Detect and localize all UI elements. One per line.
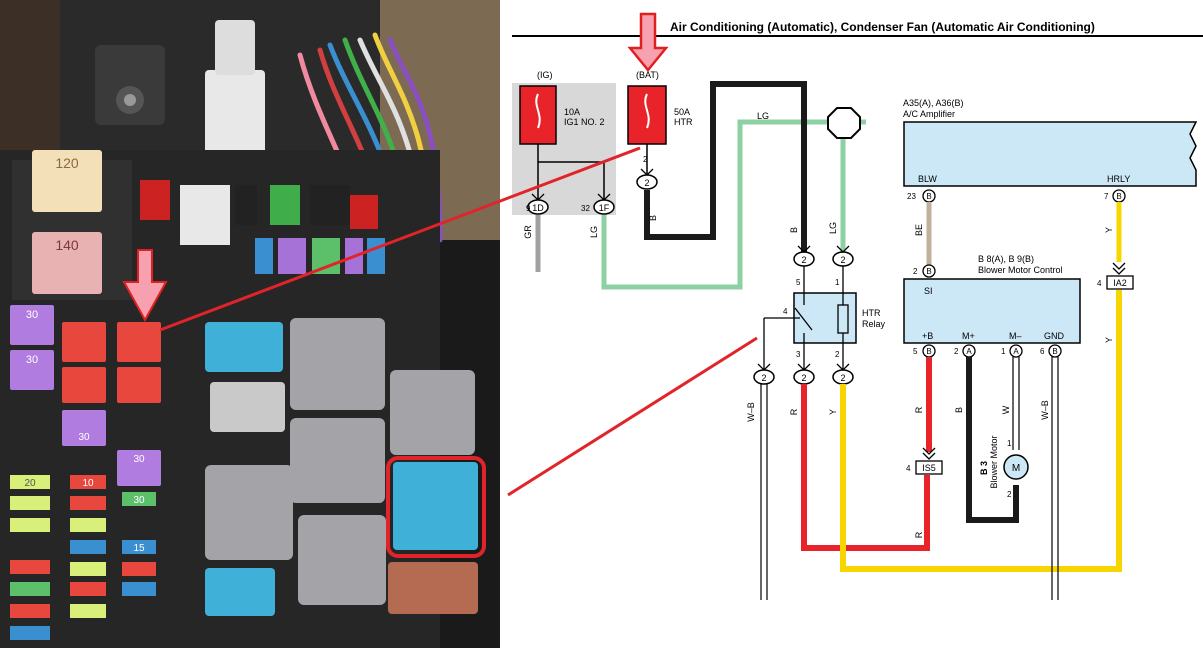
connector-2-bat: 2 <box>644 178 649 188</box>
relay-pin-2: 2 <box>835 350 840 359</box>
fuse-label-30-small: 30 <box>133 495 145 506</box>
wire-label-be: BE <box>914 224 924 236</box>
connector-2-r: 2 <box>801 373 806 383</box>
blower-gnd: GND <box>1044 331 1065 341</box>
amplifier-blw: BLW <box>918 174 937 184</box>
wire-label-w: W <box>1001 405 1011 414</box>
relay-name-2: Relay <box>862 319 886 329</box>
pin-2-bat: 2 <box>643 155 648 164</box>
blower-m-plus: M+ <box>962 331 975 341</box>
wire-label-lg-3: LG <box>828 222 838 234</box>
amplifier-name: A/C Amplifier <box>903 109 955 119</box>
connector-2-b: 2 <box>801 255 806 265</box>
fuse-label-30-d: 30 <box>133 454 145 465</box>
amp-hrly-letter: B <box>1116 192 1121 201</box>
wire-label-wb-1: W–B <box>746 402 756 422</box>
fuse-label-30-b: 30 <box>26 354 38 366</box>
bat-fuse-amp: 50A <box>674 107 690 117</box>
junction-is5: IS5 <box>922 463 936 473</box>
motor-pin-2: 2 <box>1007 490 1012 499</box>
motor-name: Blower Motor <box>989 435 999 488</box>
fuse-label-20: 20 <box>24 478 36 489</box>
gnd-letter: B <box>1052 347 1057 356</box>
wire-label-b-3: B <box>954 407 964 413</box>
fuse-label-140: 140 <box>55 237 79 253</box>
ia2-pin: 4 <box>1097 279 1102 288</box>
relay-pin-1: 1 <box>835 278 840 287</box>
ig-label: (IG) <box>537 70 553 80</box>
blower-control-name: Blower Motor Control <box>978 265 1063 275</box>
m-minus-pin: 1 <box>1001 347 1006 356</box>
fuse-label-15: 15 <box>133 543 145 554</box>
wire-label-r-2: R <box>914 406 924 413</box>
wire-label-y-3: Y <box>1104 337 1114 343</box>
motor-symbol: M <box>1012 463 1020 474</box>
connector-1f: 1F <box>599 203 610 213</box>
wire-label-r-1: R <box>789 408 799 415</box>
connector-2-y: 2 <box>840 373 845 383</box>
wire-label-lg-2: LG <box>757 111 769 121</box>
motor-ref: B 3 <box>979 461 989 475</box>
amp-blw-pin: 23 <box>907 192 916 201</box>
m-plus-pin: 2 <box>954 347 959 356</box>
fuse-label-120: 120 <box>55 155 79 171</box>
ig-fuse-name: IG1 NO. 2 <box>564 117 605 127</box>
is5-pin: 4 <box>906 464 911 473</box>
connector-2-lg: 2 <box>840 255 845 265</box>
blower-plus-b: +B <box>922 331 933 341</box>
junction-ia2: IA2 <box>1113 278 1127 288</box>
connector-1d: 1D <box>532 203 544 213</box>
m-plus-letter: A <box>966 347 972 356</box>
relay-pin-3: 3 <box>796 350 801 359</box>
wire-label-b-1: B <box>648 215 658 221</box>
down-arrow-icon <box>627 12 669 72</box>
blower-control-ref: B 8(A), B 9(B) <box>978 254 1034 264</box>
relay-name: HTR <box>862 308 881 318</box>
motor-pin-1: 1 <box>1007 439 1012 448</box>
si-pin: 2 <box>913 267 918 276</box>
fuse-label-10: 10 <box>82 478 94 489</box>
wire-label-y-2: Y <box>1104 227 1114 233</box>
relay-pin-4: 4 <box>783 307 788 316</box>
amplifier-hrly: HRLY <box>1107 174 1130 184</box>
pin-9: 9 <box>526 204 531 213</box>
amplifier-ref: A35(A), A36(B) <box>903 98 964 108</box>
wire-label-gr: GR <box>523 225 533 239</box>
m-minus-letter: A <box>1013 347 1019 356</box>
gnd-pin: 6 <box>1040 347 1045 356</box>
bat-label: (BAT) <box>636 70 659 80</box>
ig-fuse-amp: 10A <box>564 107 580 117</box>
bat-fuse-name: HTR <box>674 117 693 127</box>
plus-b-letter: B <box>926 347 931 356</box>
wire-label-lg-1: LG <box>589 226 599 238</box>
si-letter: B <box>926 267 931 276</box>
wire-label-r-3: R <box>914 531 924 538</box>
fuse-label-30-c: 30 <box>78 432 90 443</box>
connector-2-wb: 2 <box>761 373 766 383</box>
wire-label-b-2: B <box>789 227 799 233</box>
relay-pin-5: 5 <box>796 278 801 287</box>
fuse-label-30-a: 30 <box>26 309 38 321</box>
blower-si: SI <box>924 286 933 296</box>
plus-b-pin: 5 <box>913 347 918 356</box>
amp-hrly-pin: 7 <box>1104 192 1109 201</box>
wire-label-wb-2: W–B <box>1040 400 1050 420</box>
fuse-box-photo: 120 140 30 30 30 30 <box>0 0 500 648</box>
diagram-title: Air Conditioning (Automatic), Condenser … <box>670 20 1095 34</box>
blower-m-minus: M– <box>1009 331 1022 341</box>
amp-blw-letter: B <box>926 192 931 201</box>
pin-32: 32 <box>581 204 590 213</box>
wire-label-y-1: Y <box>828 409 838 415</box>
